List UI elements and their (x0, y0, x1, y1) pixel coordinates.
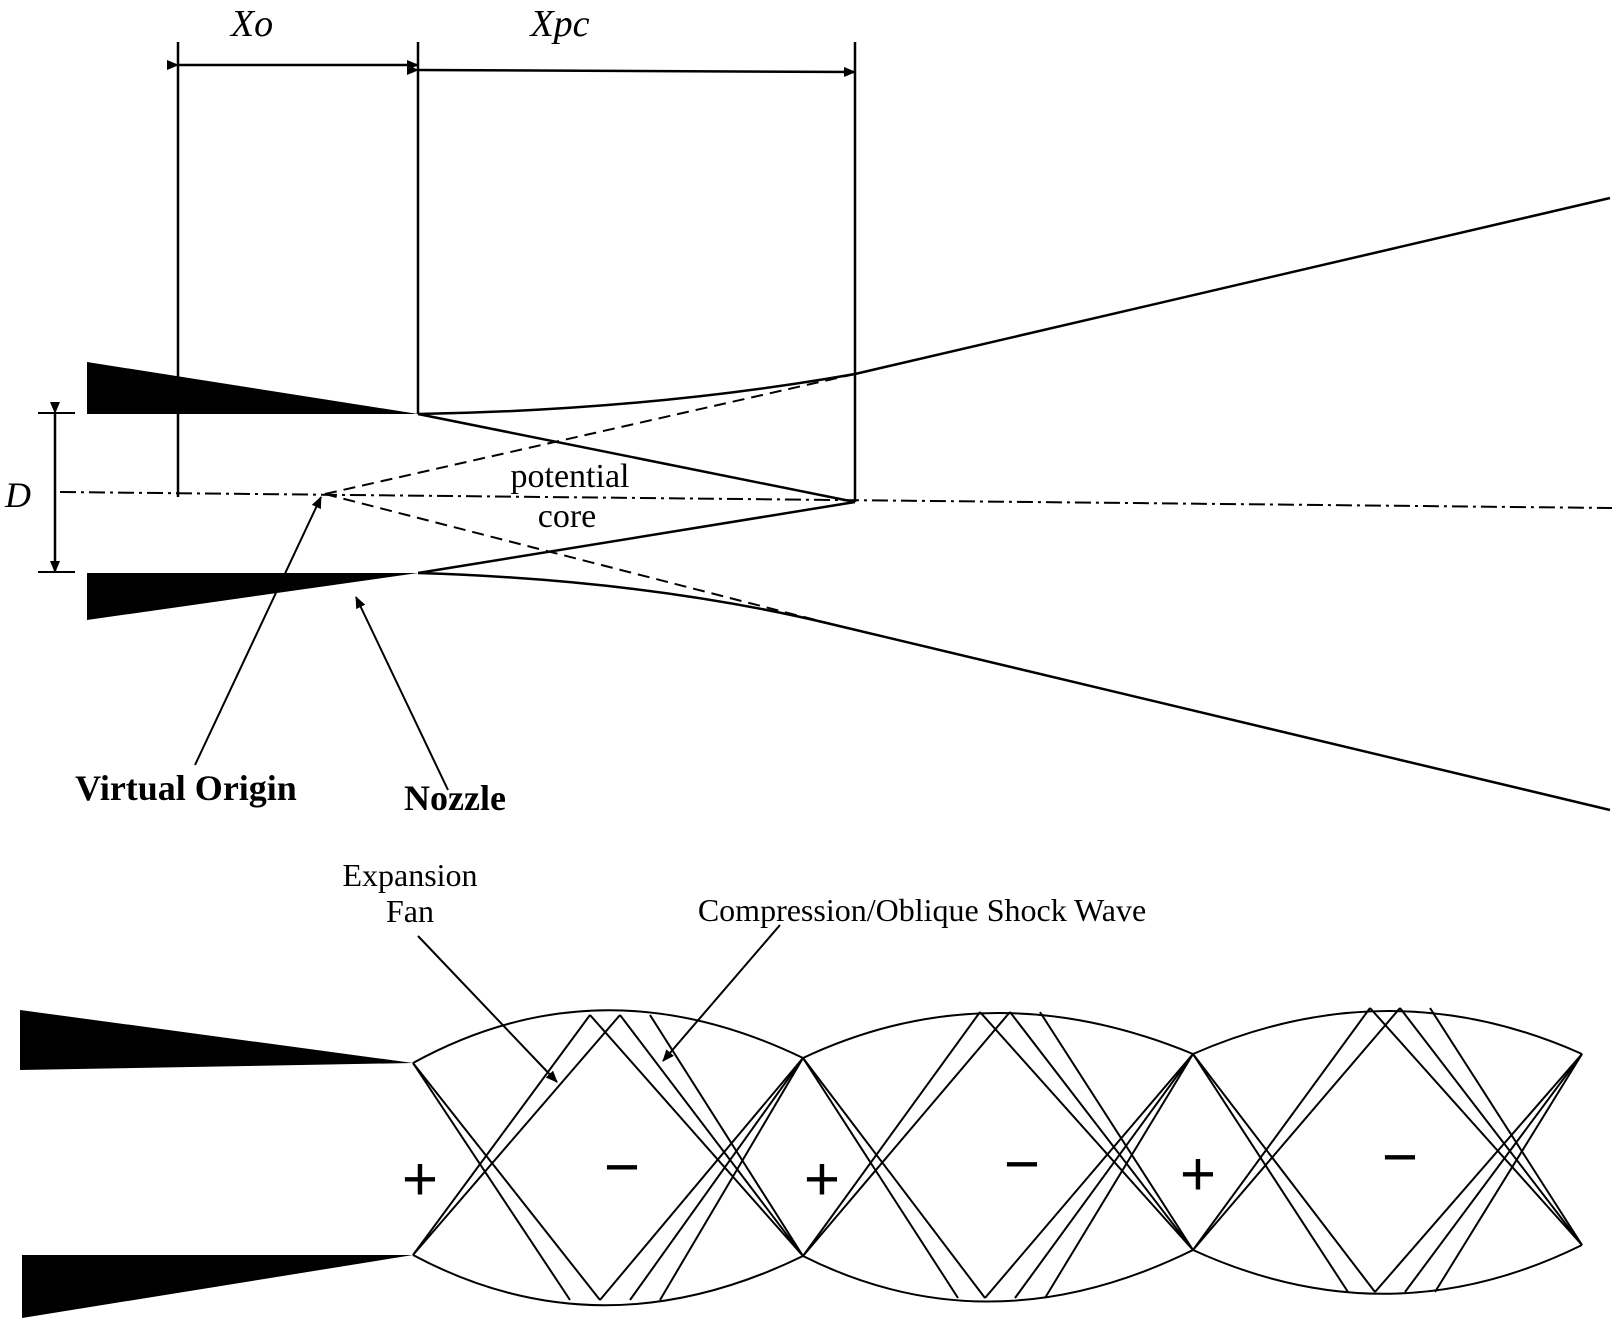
cell-sign-2: − (604, 1133, 640, 1202)
cell-sign-6: − (1382, 1123, 1418, 1192)
expansion-fan-leader-arrow (417, 935, 558, 1083)
potential-core-label-line1: potential (511, 458, 630, 495)
virtual-origin-leader-arrow (194, 496, 322, 766)
lower-extrapolated-spread-line (324, 493, 836, 626)
upper-nozzle-lip-bottom (20, 1010, 413, 1070)
lower-core-boundary (417, 500, 856, 575)
lower-nozzle-lip-bottom (22, 1255, 413, 1318)
nozzle-leader-arrow (355, 596, 449, 791)
lower-nozzle-lip (87, 573, 418, 620)
cell-sign-4: − (1004, 1130, 1040, 1199)
shock-cell-3-waves (1192, 1007, 1583, 1293)
xpc-dimension-arrow (406, 64, 856, 77)
upper-mixing-layer-boundary (417, 196, 1611, 416)
xpc-dimension-label: Xpc (528, 3, 589, 45)
lower-mixing-layer-boundary (417, 571, 1611, 812)
d-dimension-label: D (4, 475, 31, 515)
potential-core-diagram (38, 42, 1612, 812)
shock-cell-diagram (20, 924, 1583, 1318)
jet-centerline (59, 491, 1612, 509)
nozzle-label: Nozzle (404, 778, 506, 818)
x0-dimension-label: Xo (229, 3, 273, 45)
cell-sign-1: + (402, 1145, 438, 1214)
shock-wave-leader-arrow (662, 924, 781, 1062)
cell-sign-3: + (804, 1145, 840, 1214)
virtual-origin-label: Virtual Origin (75, 768, 297, 808)
cell-sign-5: + (1180, 1140, 1216, 1209)
shock-cell-2-waves (802, 1011, 1194, 1299)
potential-core-label-line2: core (538, 498, 597, 535)
upper-nozzle-lip (87, 362, 418, 414)
lower-jet-boundary (412, 1244, 1583, 1307)
expansion-fan-label-line1: Expansion (342, 857, 477, 893)
upper-extrapolated-spread-line (324, 373, 856, 495)
upper-core-boundary (417, 412, 856, 504)
upper-jet-boundary (412, 1009, 1583, 1064)
shock-cell-1-waves (412, 1014, 804, 1301)
expansion-fan-label-line2: Fan (386, 893, 434, 929)
shock-wave-label: Compression/Oblique Shock Wave (698, 892, 1146, 928)
